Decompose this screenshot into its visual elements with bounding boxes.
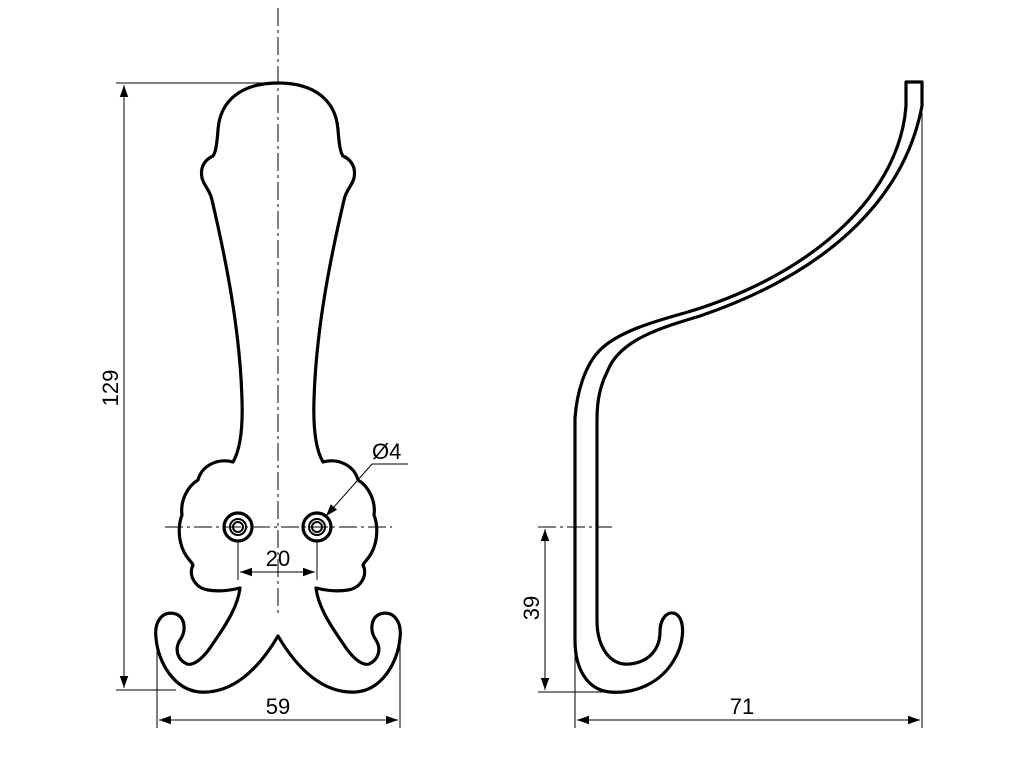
front-hook-outline (154, 81, 402, 694)
front-view (154, 8, 402, 694)
depth-71-label: 71 (730, 694, 754, 719)
hole-diameter-label: Ø4 (372, 439, 401, 464)
side-view (538, 80, 924, 694)
side-hook-outline (573, 80, 924, 694)
dimension-hole-diameter: Ø4 (325, 439, 408, 517)
hook-height-39-label: 39 (519, 596, 544, 620)
dimension-width-59: 59 (156, 640, 401, 728)
height-129-label: 129 (98, 370, 123, 407)
dimension-depth-71: 71 (574, 106, 923, 728)
dimension-hole-spacing-20: 20 (237, 540, 318, 580)
dimension-hook-height-39: 39 (519, 529, 610, 693)
dimension-height-129: 129 (98, 82, 278, 691)
width-59-label: 59 (266, 694, 290, 719)
hole-spacing-20-label: 20 (266, 546, 290, 571)
